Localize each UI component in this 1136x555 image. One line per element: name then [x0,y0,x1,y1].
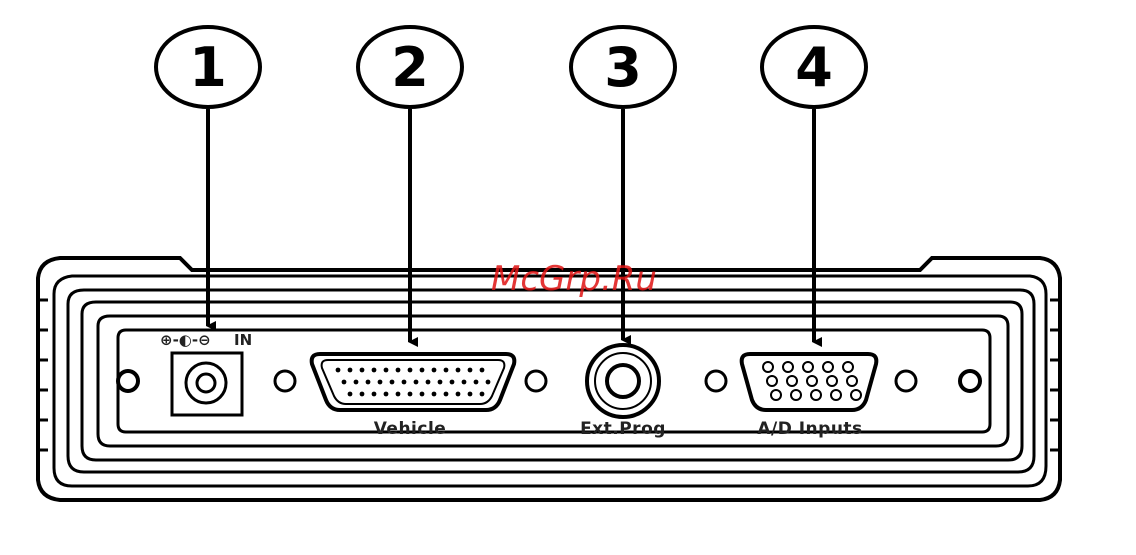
ad-inputs-pin [811,390,821,400]
ad-inputs-pin [807,376,817,386]
callout-3: 3 [571,27,675,107]
power-polarity-symbol: ⊕-◐-⊖ [160,331,211,349]
mounting-screw-left [118,371,138,391]
vehicle-pin [366,380,371,385]
callout-2: 2 [358,27,462,107]
vehicle-pin [420,368,425,373]
vehicle-connector-pins [336,368,491,397]
ad-inputs-pin [791,390,801,400]
callout-1: 1 [156,27,260,107]
vehicle-pin [462,380,467,385]
callout-arrows [208,109,814,342]
vehicle-pin [384,392,389,397]
vehicle-pin [420,392,425,397]
ad-inputs-connector-pins [763,362,861,400]
vehicle-pin [474,380,479,385]
vehicle-pin [456,392,461,397]
callout-4-number: 4 [795,36,833,99]
mounting-screw-right [960,371,980,391]
power-port [172,353,242,415]
ad-inputs-pin [851,390,861,400]
vehicle-pin [336,368,341,373]
vehicle-pin [468,392,473,397]
vehicle-label: Vehicle [374,419,447,439]
ad-inputs-pin [763,362,773,372]
vehicle-pin [444,368,449,373]
vehicle-pin [486,380,491,385]
ad-inputs-pin [823,362,833,372]
vehicle-pin [348,392,353,397]
ad-inputs-pin [787,376,797,386]
vehicle-pin [408,368,413,373]
vehicle-pin [372,368,377,373]
power-in-label: IN [234,331,252,349]
vehicle-pin [396,392,401,397]
vehicle-pin [372,392,377,397]
vehicle-pin [456,368,461,373]
vehicle-pin [480,368,485,373]
ad-inputs-pin [847,376,857,386]
callout-2-number: 2 [391,36,429,99]
vehicle-pin [450,380,455,385]
vehicle-pin [432,392,437,397]
vehicle-pin [444,392,449,397]
vehicle-pin [354,380,359,385]
ad-inputs-pin [771,390,781,400]
vehicle-pin [360,392,365,397]
vehicle-pin [378,380,383,385]
vehicle-pin [438,380,443,385]
vehicle-pin [426,380,431,385]
vehicle-pin [408,392,413,397]
ad-inputs-pin [803,362,813,372]
vehicle-pin [348,368,353,373]
watermark: McGrp.Ru [491,259,657,299]
vehicle-pin [480,392,485,397]
ext-prog-jack [587,345,659,417]
vehicle-pin [384,368,389,373]
vehicle-pin [360,368,365,373]
ad-inputs-pin [831,390,841,400]
vehicle-pin [468,368,473,373]
callout-1-number: 1 [189,36,227,99]
vehicle-pin [432,368,437,373]
ad-inputs-pin [783,362,793,372]
ad-inputs-label: A/D Inputs [757,419,862,439]
vehicle-pin [414,380,419,385]
ad-inputs-pin [767,376,777,386]
vehicle-pin [342,380,347,385]
vehicle-pin [396,368,401,373]
ad-inputs-pin [843,362,853,372]
vehicle-pin [402,380,407,385]
vehicle-pin [390,380,395,385]
callout-3-number: 3 [604,36,642,99]
ext-prog-label: Ext.Prog [580,419,666,439]
ad-inputs-pin [827,376,837,386]
callout-4: 4 [762,27,866,107]
